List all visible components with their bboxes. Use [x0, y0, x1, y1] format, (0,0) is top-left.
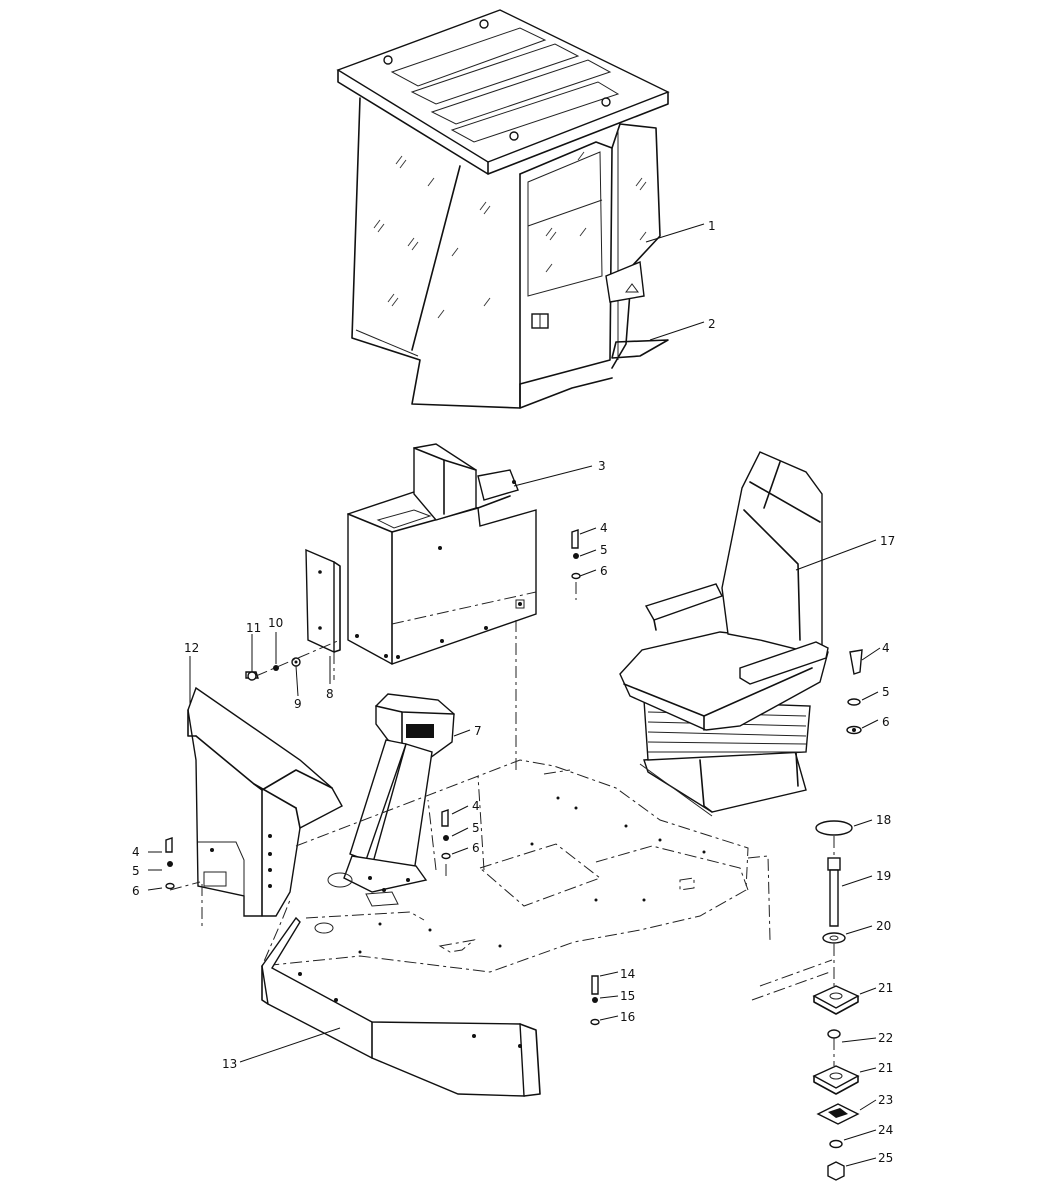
- fastener-set-console: [571, 529, 581, 600]
- console-box: [347, 443, 537, 665]
- callout-7: 7: [474, 724, 482, 738]
- callout-6-seat: 6: [882, 715, 890, 729]
- callout-2: 2: [708, 317, 716, 331]
- callout-4-console: 4: [600, 521, 608, 535]
- bracket-fasteners: [245, 639, 341, 681]
- callout-18: 18: [876, 813, 891, 827]
- fastener-set-fender: [165, 837, 175, 890]
- callout-14: 14: [620, 967, 635, 981]
- callout-13: 13: [222, 1057, 237, 1071]
- callout-23: 23: [878, 1093, 893, 1107]
- callout-24: 24: [878, 1123, 893, 1137]
- side-fender: [187, 686, 343, 926]
- side-bracket: [305, 548, 341, 654]
- callout-9: 9: [294, 697, 302, 711]
- callout-20: 20: [876, 919, 891, 933]
- callout-4-fender: 4: [132, 845, 140, 859]
- callout-8: 8: [326, 687, 334, 701]
- isolator-stack: [812, 820, 860, 1181]
- callout-6-console: 6: [600, 564, 608, 578]
- leader-lines: [147, 223, 881, 1167]
- callout-22: 22: [878, 1031, 893, 1045]
- callout-25: 25: [878, 1151, 893, 1165]
- callout-labels: 1 2 3 4 5 6 17 4 5 6 7 4 5 6 4 5 6 11 10…: [132, 219, 895, 1165]
- callout-3: 3: [598, 459, 606, 473]
- callout-4-seat: 4: [882, 641, 890, 655]
- callout-15: 15: [620, 989, 635, 1003]
- callout-4-column: 4: [472, 799, 480, 813]
- callout-5-column: 5: [472, 821, 480, 835]
- floor-plate: [261, 759, 771, 1097]
- callout-5-fender: 5: [132, 864, 140, 878]
- callout-17: 17: [880, 534, 895, 548]
- callout-5-seat: 5: [882, 685, 890, 699]
- callout-1: 1: [708, 219, 716, 233]
- steering-column: [343, 693, 455, 893]
- fastener-set-column: [441, 809, 451, 880]
- callout-11: 11: [246, 621, 261, 635]
- callout-19: 19: [876, 869, 891, 883]
- callout-21-lower: 21: [878, 1061, 893, 1075]
- operator-seat: [619, 451, 829, 817]
- cab-assembly: [336, 9, 670, 409]
- callout-21-upper: 21: [878, 981, 893, 995]
- callout-5-console: 5: [600, 543, 608, 557]
- callout-16: 16: [620, 1010, 635, 1024]
- callout-6-fender: 6: [132, 884, 140, 898]
- fastener-set-seat: [846, 649, 863, 735]
- callout-6-column: 6: [472, 841, 480, 855]
- alignment-lines: [169, 620, 833, 1001]
- floor-fastener: [590, 975, 600, 1026]
- callout-10: 10: [268, 616, 283, 630]
- callout-12: 12: [184, 641, 199, 655]
